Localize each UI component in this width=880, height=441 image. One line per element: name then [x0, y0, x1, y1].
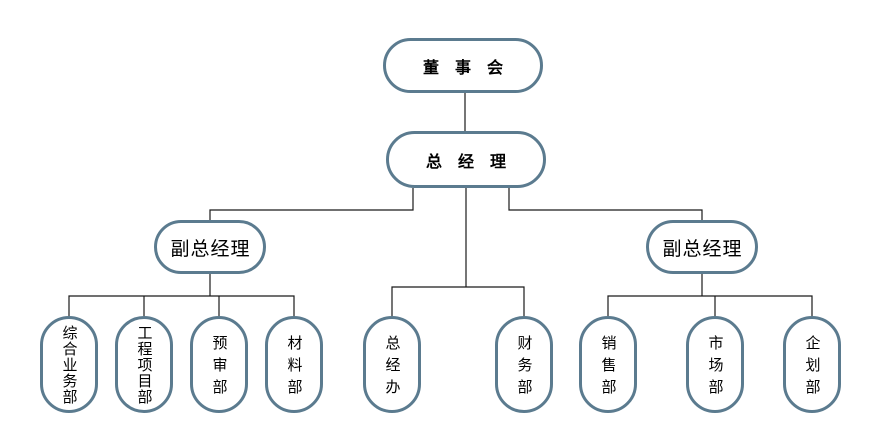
dept-label: 销售部	[599, 335, 617, 401]
org-node-board: 董事会	[383, 38, 543, 93]
dept-label: 预审部	[210, 335, 228, 401]
org-node-deputy-gm-left: 副总经理	[154, 220, 266, 274]
org-node-dept-gm-office: 总经办	[363, 316, 421, 413]
dept-label: 综合业务部	[60, 325, 78, 405]
dept-label: 财务部	[515, 335, 533, 401]
dept-label: 工程项目部	[135, 325, 153, 405]
org-node-dept-finance: 财务部	[495, 316, 553, 413]
org-node-board-label: 董事会	[422, 59, 519, 77]
dept-label: 总经办	[383, 335, 401, 401]
org-node-general-manager: 总经理	[386, 131, 546, 188]
org-node-dept-planning: 企划部	[783, 316, 841, 413]
dept-label: 市场部	[706, 335, 724, 401]
org-node-dept-comprehensive-business: 综合业务部	[40, 316, 98, 413]
org-node-dept-pre-audit: 预审部	[190, 316, 248, 413]
org-node-dept-materials: 材料部	[265, 316, 323, 413]
dept-label: 企划部	[803, 335, 821, 401]
org-node-dept-engineering-project: 工程项目部	[115, 316, 173, 413]
org-node-deputy-gm-right: 副总经理	[646, 220, 758, 274]
org-node-general-manager-label: 总经理	[425, 153, 522, 171]
org-node-deputy-gm-left-label: 副总经理	[170, 238, 251, 260]
org-node-dept-marketing: 市场部	[686, 316, 744, 413]
org-node-dept-sales: 销售部	[579, 316, 637, 413]
dept-label: 材料部	[285, 335, 303, 401]
org-node-deputy-gm-right-label: 副总经理	[662, 238, 743, 260]
